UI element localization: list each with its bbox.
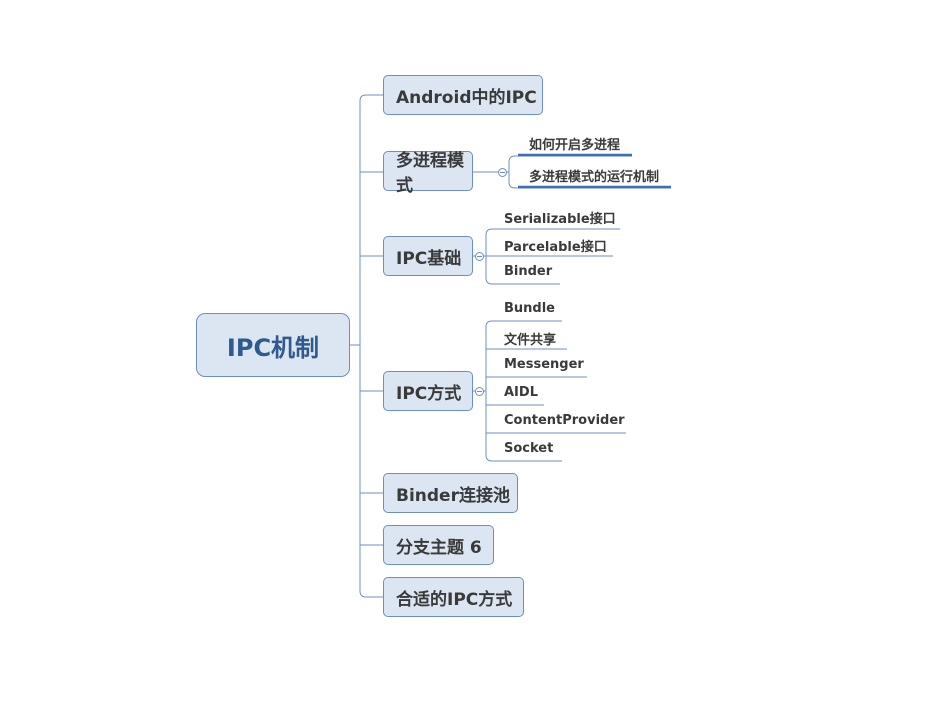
collapse-toggle-icon[interactable] (475, 387, 484, 396)
root-topic-label: IPC机制 (226, 333, 320, 362)
branch-label: 合适的IPC方式 (396, 589, 513, 610)
branch-multi-process[interactable]: 多进程模式 (383, 151, 473, 196)
branch-label: IPC基础 (396, 248, 462, 269)
subtopic[interactable]: AIDL (504, 385, 538, 400)
main-trunk (359, 94, 367, 598)
subtopic-label: ContentProvider (504, 413, 625, 428)
subtopic-label: 多进程模式的运行机制 (529, 170, 660, 185)
branch-suitable-ipc[interactable]: 合适的IPC方式 (383, 577, 524, 617)
branch-binder-pool[interactable]: Binder连接池 (383, 473, 518, 513)
branch-label: 多进程模式 (396, 151, 464, 196)
subtopic[interactable]: Messenger (504, 357, 584, 372)
subtopic-label: Binder (504, 264, 553, 279)
branch-label: 分支主题 6 (396, 537, 482, 558)
subtopic[interactable]: 多进程模式的运行机制 (529, 166, 659, 185)
subtopic[interactable]: Bundle (504, 301, 555, 316)
subtopic[interactable]: Parcelable接口 (504, 236, 607, 255)
subtopic-label: Parcelable接口 (504, 240, 607, 255)
subtopic-label: Messenger (504, 357, 584, 372)
subtopic[interactable]: 文件共享 (504, 329, 556, 348)
subtopic-label: Bundle (504, 301, 555, 316)
subtopic-label: AIDL (504, 385, 538, 400)
subtopic[interactable]: 如何开启多进程 (529, 134, 620, 153)
branch-label: IPC方式 (396, 383, 462, 404)
root-topic[interactable]: IPC机制 (196, 313, 350, 377)
subtopic[interactable]: ContentProvider (504, 413, 625, 428)
branch-label: Binder连接池 (396, 485, 510, 506)
branch-android-ipc[interactable]: Android中的IPC (383, 75, 543, 115)
subtopic-label: Socket (504, 441, 554, 456)
subtopic-label: Serializable接口 (504, 212, 616, 227)
subtopic[interactable]: Socket (504, 441, 553, 456)
branch-label: Android中的IPC (396, 87, 537, 108)
subtopic[interactable]: Serializable接口 (504, 208, 616, 227)
subtopic-label: 如何开启多进程 (529, 138, 621, 153)
subtopic[interactable]: Binder (504, 264, 552, 279)
branch-ipc-basics[interactable]: IPC基础 (383, 236, 473, 276)
subtopic-label: 文件共享 (504, 333, 557, 348)
collapse-toggle-icon[interactable] (498, 168, 507, 177)
collapse-toggle-icon[interactable] (475, 252, 484, 261)
branch-ipc-methods[interactable]: IPC方式 (383, 371, 473, 411)
branch-topic-6[interactable]: 分支主题 6 (383, 525, 494, 565)
